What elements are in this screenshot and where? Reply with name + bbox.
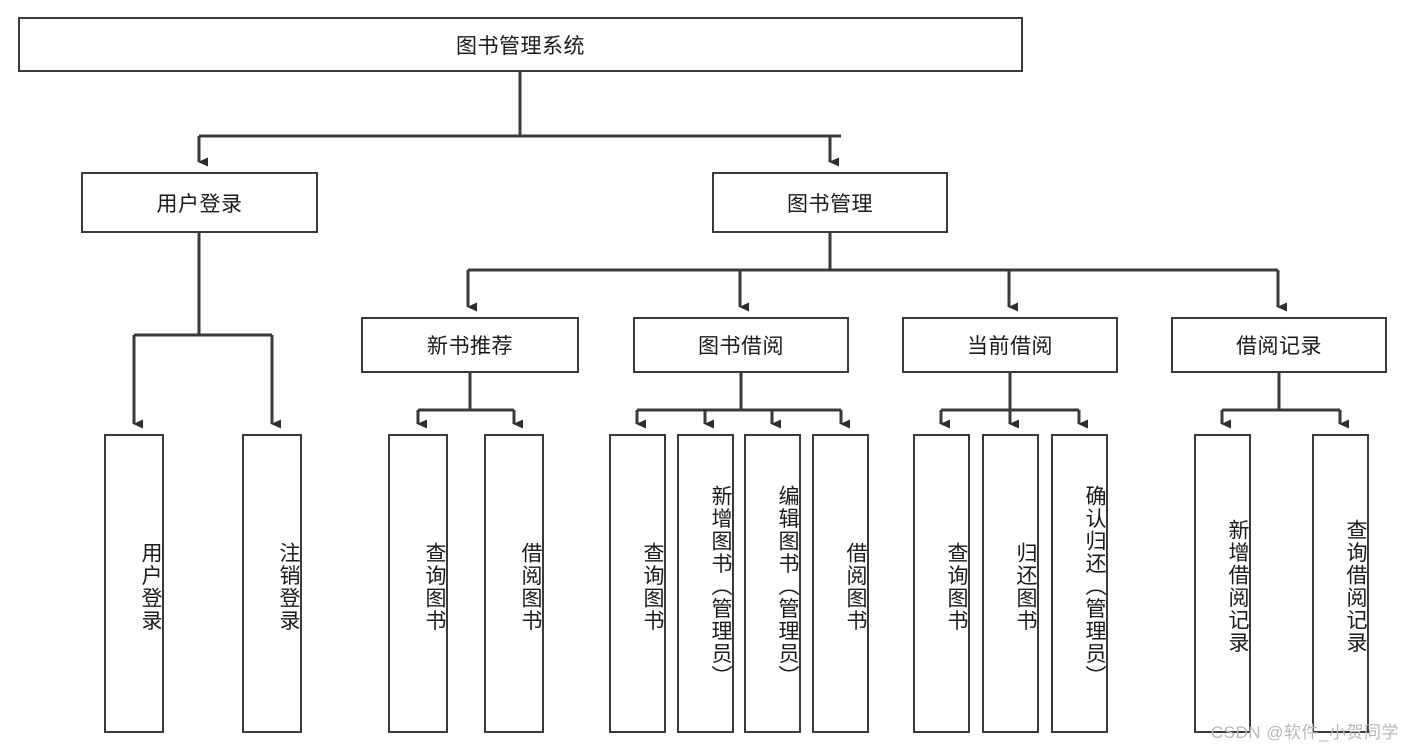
node-leaf-query-borrow-record[interactable]: 查询借阅记录 [1312,434,1369,733]
node-leaf-borrow-book[interactable]: 借阅图书 [812,434,869,733]
node-new-book-recommend[interactable]: 新书推荐 [361,317,579,373]
node-leaf-logout[interactable]: 注销登录 [242,434,302,733]
node-leaf-borrow-book-recommend[interactable]: 借阅图书 [484,434,544,733]
node-new-book-recommend-label: 新书推荐 [427,335,513,358]
node-leaf-return-book[interactable]: 归还图书 [982,434,1039,733]
node-root[interactable]: 图书管理系统 [18,17,1023,72]
node-leaf-user-login-label: 用户登录 [139,541,162,632]
node-user-login[interactable]: 用户登录 [81,172,318,233]
node-book-borrow[interactable]: 图书借阅 [633,317,849,373]
node-leaf-query-book-current-label: 查询图书 [945,541,968,632]
node-book-borrow-label: 图书借阅 [698,335,784,358]
node-leaf-query-book-recommend[interactable]: 查询图书 [388,434,448,733]
node-leaf-query-book-borrow[interactable]: 查询图书 [609,434,666,733]
node-leaf-query-borrow-record-label: 查询借阅记录 [1344,519,1367,654]
node-book-management-label: 图书管理 [787,192,873,216]
node-leaf-add-borrow-record-label: 新增借阅记录 [1226,519,1249,654]
node-leaf-add-book-admin-label: 新增图书（管理员） [709,485,732,688]
node-leaf-query-book-recommend-label: 查询图书 [423,541,446,632]
node-leaf-borrow-book-recommend-label: 借阅图书 [519,541,542,632]
node-leaf-add-borrow-record[interactable]: 新增借阅记录 [1194,434,1251,733]
node-current-borrow-label: 当前借阅 [967,335,1053,358]
node-user-login-label: 用户登录 [156,192,243,216]
node-leaf-confirm-return-admin-label: 确认归还（管理员） [1083,485,1106,688]
node-leaf-edit-book-admin-label: 编辑图书（管理员） [776,485,799,688]
node-leaf-add-book-admin[interactable]: 新增图书（管理员） [677,434,734,733]
node-leaf-borrow-book-label: 借阅图书 [844,541,867,632]
node-leaf-return-book-label: 归还图书 [1014,541,1037,632]
node-leaf-query-book-current[interactable]: 查询图书 [913,434,970,733]
node-borrow-record[interactable]: 借阅记录 [1171,317,1387,373]
node-book-management[interactable]: 图书管理 [712,172,948,233]
node-current-borrow[interactable]: 当前借阅 [902,317,1118,373]
node-leaf-query-book-borrow-label: 查询图书 [641,541,664,632]
watermark: CSDN @软件_小贺同学 [1210,723,1399,742]
node-leaf-confirm-return-admin[interactable]: 确认归还（管理员） [1051,434,1108,733]
node-leaf-edit-book-admin[interactable]: 编辑图书（管理员） [744,434,801,733]
node-leaf-logout-label: 注销登录 [277,541,300,632]
node-borrow-record-label: 借阅记录 [1236,335,1322,358]
node-root-label: 图书管理系统 [456,34,585,58]
node-leaf-user-login[interactable]: 用户登录 [104,434,164,733]
